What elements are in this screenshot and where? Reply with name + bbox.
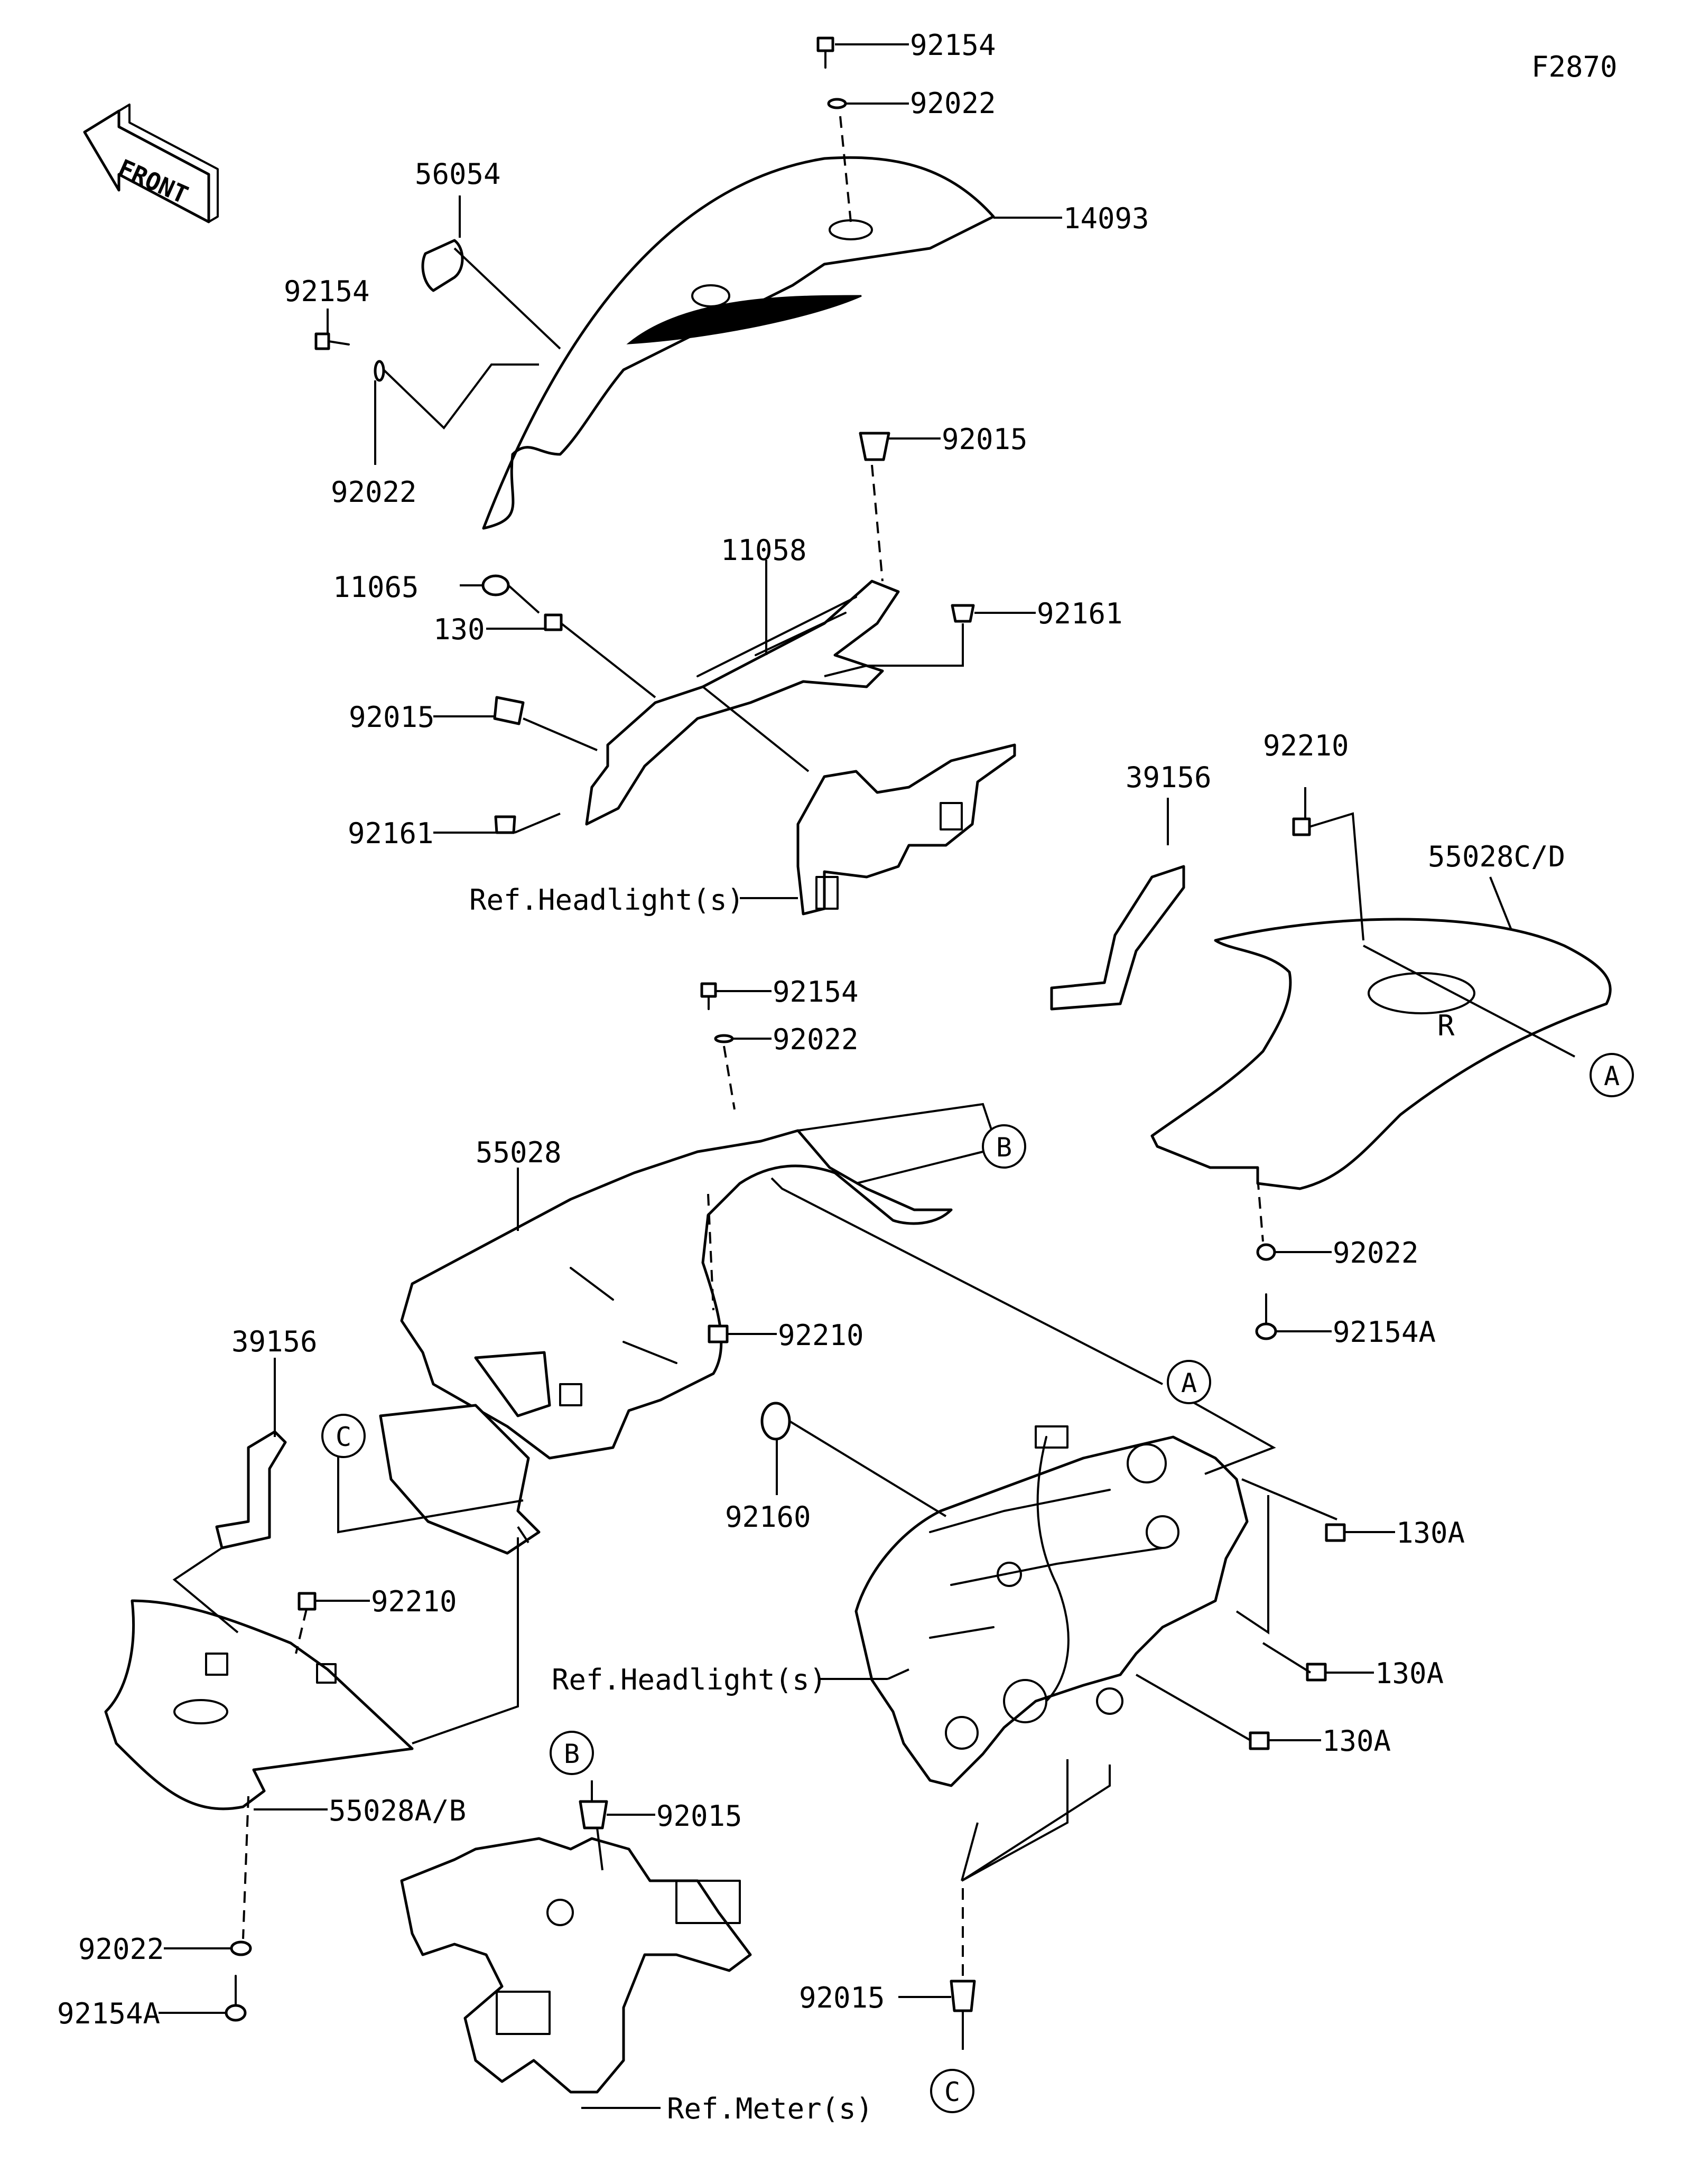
callout-c-upper: C [321,1414,366,1458]
headlight-assembly [854,1425,1249,1787]
label-92015-c: 92015 [799,1981,885,2014]
label-11065: 11065 [333,571,419,604]
label-92210-mid: 92210 [778,1319,864,1352]
leader-lines [159,43,1575,2109]
inner-cowl-panel [379,1404,541,1555]
label-92022-right: 92022 [1333,1236,1419,1270]
label-92160: 92160 [725,1500,811,1534]
nut-92210-mid [708,1324,729,1343]
label-92022-top: 92022 [910,87,996,120]
meter-cover-14093 [482,156,995,530]
label-39156-left: 39156 [231,1325,318,1358]
label-92210-left: 92210 [371,1585,457,1618]
label-55028: 55028 [476,1136,562,1169]
bolt-92154-left [314,332,350,350]
svg-text:R: R [1437,1009,1455,1042]
label-55028ab: 55028A/B [329,1794,466,1827]
washer-92022-left-low [230,1940,252,1956]
diagram-code: F2870 [1531,50,1618,83]
clip-92161-left [494,815,516,834]
callout-b-upper: B [982,1124,1026,1169]
collar-11065 [481,574,510,596]
label-92210-right: 92210 [1263,729,1349,762]
label-ref-headlight-upper: Ref.Headlight(s) [469,883,744,917]
meter-bracket [400,1837,752,2094]
bolt-92154-mid [700,982,717,1010]
screw-92154a-right [1255,1293,1277,1340]
bracket-11058 [585,580,900,826]
label-92022-left-low: 92022 [78,1933,164,1966]
grommet-92015-upper [859,432,890,461]
svg-text:B: B [996,1132,1012,1163]
duct-39156-left [215,1430,287,1550]
callout-b-lower: B [550,1731,594,1775]
headlight-mount-bracket [796,743,1016,916]
duct-39156-right [1050,865,1185,1011]
label-14093: 14093 [1063,202,1149,235]
label-56054: 56054 [415,157,501,191]
washer-92022-right [1256,1243,1276,1261]
washer-92022-left [374,360,385,382]
callout-c-lower: C [930,2069,974,2113]
label-55028cd: 55028C/D [1428,840,1565,873]
svg-text:B: B [564,1739,580,1769]
clip-56054 [421,239,464,292]
washer-92022-top [827,98,847,109]
grommet-92015-left [493,696,525,725]
label-92015-b: 92015 [656,1799,742,1833]
label-130a-2: 130A [1375,1657,1444,1690]
svg-text:A: A [1604,1061,1620,1091]
bolt-130a-1 [1325,1523,1346,1542]
label-ref-meter: Ref.Meter(s) [667,2092,873,2125]
bolt-130a-3 [1249,1731,1270,1750]
callout-a-upper: A [1590,1053,1634,1097]
svg-text:C: C [336,1422,351,1452]
label-130: 130 [433,613,485,646]
screw-92154a-left [225,1975,247,2022]
label-130a-1: 130A [1396,1516,1465,1550]
side-cowl-55028ab [104,1599,414,1810]
nut-92210-right [1292,817,1311,836]
label-92022-mid: 92022 [773,1023,859,1056]
label-92161-left: 92161 [348,817,434,850]
label-92015-left: 92015 [349,701,435,734]
callout-a-lower: A [1167,1360,1211,1404]
nut-92210-left [298,1592,317,1611]
label-92154a-left: 92154A [57,1997,160,2030]
label-92154-mid: 92154 [773,975,859,1009]
label-92015-upper: 92015 [942,423,1028,456]
bolt-130 [544,613,563,631]
front-arrow-icon: FRONT [83,104,219,223]
bolt-92154-top [816,36,834,69]
label-92161-right: 92161 [1037,597,1123,630]
damper-92160 [760,1402,791,1441]
clip-92161-right [951,604,975,623]
label-39156-right: 39156 [1126,761,1212,794]
grommet-92015-c [950,1980,976,2012]
label-11058: 11058 [721,534,807,567]
svg-text:C: C [944,2077,960,2107]
svg-text:A: A [1181,1368,1197,1398]
label-92154-top: 92154 [910,29,996,62]
label-92154-left: 92154 [284,275,370,308]
side-cowl-55028cd: R [1150,918,1612,1190]
label-92154a-right: 92154A [1333,1315,1436,1349]
grommet-92015-b [579,1800,608,1830]
washer-92022-mid [714,1034,734,1043]
label-130a-3: 130A [1322,1724,1391,1758]
upper-cowl-55028 [400,1129,953,1460]
label-ref-headlight-lower: Ref.Headlight(s) [552,1663,826,1696]
label-92022-left: 92022 [331,475,417,509]
